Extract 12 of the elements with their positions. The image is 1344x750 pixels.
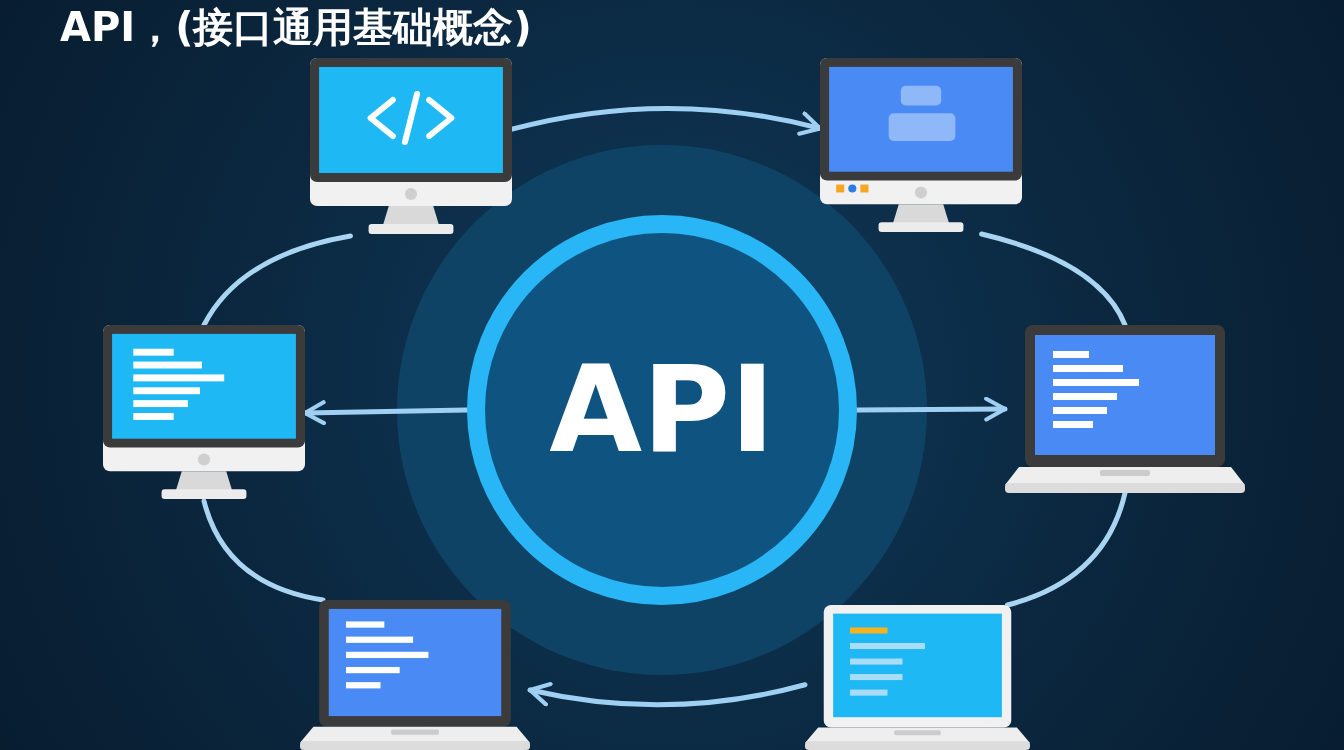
monitor-drawing bbox=[820, 58, 1022, 234]
connector-arc bbox=[979, 231, 1128, 328]
connector-arc bbox=[1005, 490, 1128, 608]
laptop-drawing bbox=[300, 600, 530, 750]
laptop-drawing bbox=[805, 605, 1030, 750]
monitor-drawing bbox=[103, 325, 305, 501]
laptop-drawing bbox=[1005, 325, 1245, 493]
title: API，(接口通用基础概念) bbox=[60, 3, 532, 52]
arrow bbox=[527, 681, 808, 708]
api-label: API bbox=[549, 345, 775, 475]
monitor-drawing bbox=[310, 58, 512, 236]
connector-arc bbox=[201, 233, 353, 328]
